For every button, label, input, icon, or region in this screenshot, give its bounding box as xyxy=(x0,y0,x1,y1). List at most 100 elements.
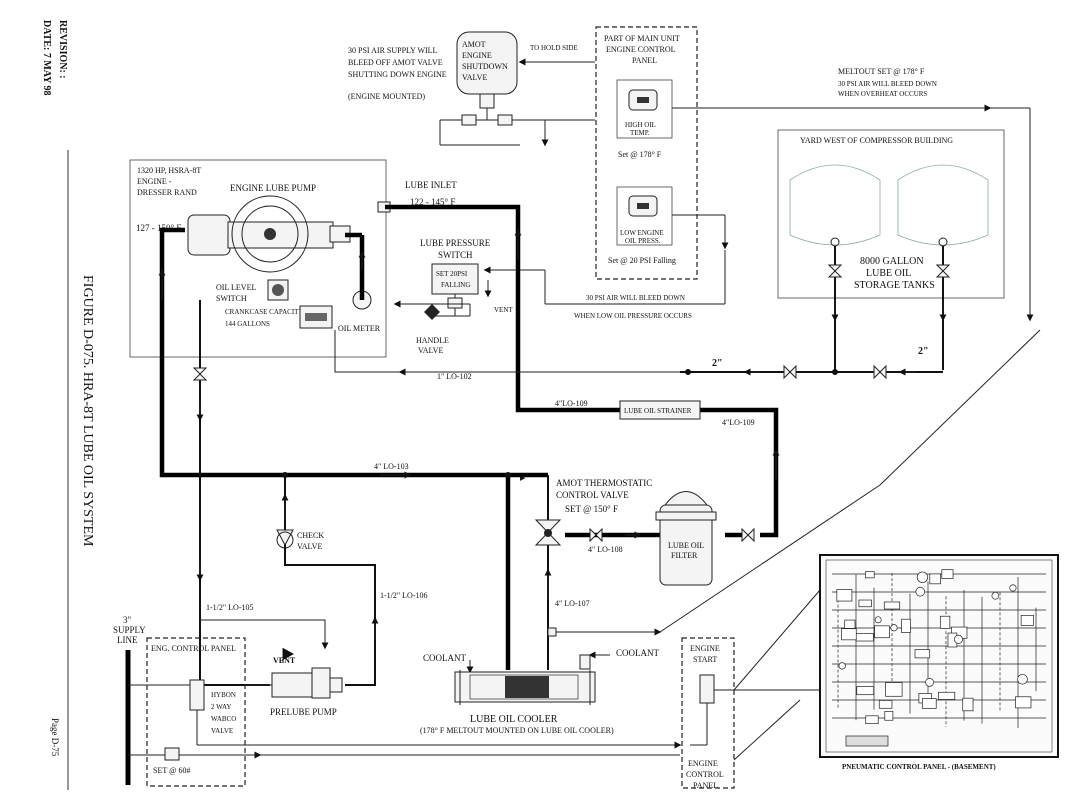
crankcase-drain-valve xyxy=(192,367,208,381)
pressure-note1: 30 PSI AIR WILL BLEED DOWN xyxy=(586,294,685,302)
engine-start-label2: START xyxy=(693,655,717,664)
main-unit-control-panel: PART OF MAIN UNIT ENGINE CONTROL PANEL H… xyxy=(595,26,1034,322)
hybon-wabco-valve xyxy=(189,679,205,711)
handle-valve-label2: VALVE xyxy=(418,346,443,355)
lube-inlet-range: 122 - 145° F xyxy=(410,197,455,207)
engine-control-panel-box xyxy=(681,637,735,789)
oil-level-label1: OIL LEVEL xyxy=(216,283,256,292)
engine-panel-label1: ENGINE xyxy=(688,759,718,768)
line-lo105: 1-1/2" LO-105 xyxy=(206,603,253,612)
filter-inlet-valve xyxy=(589,527,603,543)
thermostatic-set: SET @ 150° F xyxy=(565,504,618,514)
high-oil-setpoint: Set @ 178° F xyxy=(618,150,662,159)
meltout-note1: 30 PSI AIR WILL BLEED DOWN xyxy=(838,80,937,88)
set-60-label: SET @ 60# xyxy=(153,766,190,775)
engine-start-label1: ENGINE xyxy=(690,644,720,653)
meltout-note2: WHEN OVERHEAT OCCURS xyxy=(838,90,927,98)
pressure-switch-set2: FALLING xyxy=(441,281,470,289)
eng-control-panel xyxy=(146,637,246,787)
lube-pressure-switch xyxy=(431,263,479,295)
set-60-regulator xyxy=(164,747,180,761)
supply-valve-2 xyxy=(873,364,887,380)
low-oil-label2: OIL PRESS. xyxy=(625,237,661,245)
line-lo102: 1" LO-102 xyxy=(437,372,472,381)
check-valve-label1: CHECK xyxy=(297,531,324,540)
low-oil-setpoint: Set @ 20 PSI Falling xyxy=(608,256,676,265)
svg-text:▶: ▶ xyxy=(520,474,526,482)
to-hold-side-label: TO HOLD SIDE xyxy=(530,44,578,52)
main-panel-title2: ENGINE CONTROL xyxy=(606,45,676,54)
pump-motor-end xyxy=(187,214,231,256)
crankcase-label2: 144 GALLONS xyxy=(225,320,270,328)
engine-panel-label2: CONTROL xyxy=(686,770,724,779)
check-valve-label2: VALVE xyxy=(297,542,322,551)
supply-line-area: 3" SUPPLY LINE ENG. CONTROL PANEL HYBON … xyxy=(113,615,682,787)
amot-note-line2: BLEED OFF AMOT VALVE xyxy=(348,58,443,67)
pressure-switch-set1: SET 20PSI xyxy=(436,270,468,278)
hybon-label2: 2 WAY xyxy=(211,703,231,711)
low-oil-label1: LOW ENGINE xyxy=(620,229,664,237)
prelube-pump xyxy=(311,667,331,699)
coolant-left-label: COOLANT xyxy=(423,653,466,663)
line-lo106: 1-1/2" LO-106 xyxy=(380,591,427,600)
supply-size: 3" xyxy=(123,615,132,625)
tank-label2: LUBE OIL xyxy=(866,268,911,279)
cooler-label: LUBE OIL COOLER xyxy=(470,714,558,725)
prelube-vent-label: VENT xyxy=(273,656,296,665)
storage-tank-1 xyxy=(789,164,881,246)
amot-valve-label4: VALVE xyxy=(462,73,487,82)
lube-oil-cooler-area: COOLANT COOLANT LUBE OIL COOLER (178° F … xyxy=(420,648,659,735)
amot-valve-label3: SHUTDOWN xyxy=(462,62,508,71)
filter-outlet-valve xyxy=(741,527,755,543)
amot-valve-label2: ENGINE xyxy=(462,51,492,60)
tank-label1: 8000 GALLON xyxy=(860,256,924,267)
handle-valve-label1: HANDLE xyxy=(416,336,449,345)
engine-lube-pump xyxy=(227,221,334,249)
hybon-label3: WABCO xyxy=(211,715,236,723)
filter-label1: LUBE OIL xyxy=(668,541,704,550)
engine-start-valve xyxy=(699,674,715,704)
lube-inlet-area: LUBE INLET 122 - 145° F LUBE PRESSURE SW… xyxy=(377,180,726,355)
main-piping: ▶ 4" LO-103 4"LO-109 LUBE OIL STRAINER 4… xyxy=(158,204,780,670)
pressure-switch-title1: LUBE PRESSURE xyxy=(420,238,491,248)
engine-panel-label3: PANEL xyxy=(693,781,718,790)
amot-valve-label1: AMOT xyxy=(462,40,486,49)
prelube-piping: CHECK VALVE 1-1/2" LO-105 1-1/2" LO-106 xyxy=(192,300,427,686)
hybon-label4: VALVE xyxy=(211,727,233,735)
oil-level-label2: SWITCH xyxy=(216,294,247,303)
meltout-title: MELTOUT SET @ 178° F xyxy=(838,67,925,76)
pneumatic-panel-title: PNEUMATIC CONTROL PANEL - (BASEMENT) xyxy=(842,763,996,771)
low-oil-press-switch xyxy=(616,186,673,246)
line-lo107: 4" LO-107 xyxy=(555,599,590,608)
supply-valve-1 xyxy=(783,364,797,380)
thermostatic-title1: AMOT THERMOSTATIC xyxy=(556,478,652,488)
pressure-vent-label: VENT xyxy=(494,306,513,314)
check-valve xyxy=(276,529,294,547)
prelube-pump-motor xyxy=(271,672,313,698)
supply-label1: SUPPLY xyxy=(113,625,146,635)
engine-area: 1320 HP, HSRA-8T ENGINE - DRESSER RAND E… xyxy=(129,159,387,358)
lube-inlet-label: LUBE INLET xyxy=(405,180,457,190)
line-lo109a: 4"LO-109 xyxy=(555,399,588,408)
engine-id3: DRESSER RAND xyxy=(137,188,197,197)
engine-start-area: ENGINE START ENGINE CONTROL PANEL xyxy=(681,589,821,790)
yard-storage-area: YARD WEST OF COMPRESSOR BUILDING 8000 GA… xyxy=(680,129,1005,380)
handle-valve xyxy=(424,304,440,320)
engine-temp-range: 127 - 150° F xyxy=(136,223,181,233)
line-lo103: 4" LO-103 xyxy=(374,462,409,471)
thermostatic-filter-area: AMOT THERMOSTATIC CONTROL VALVE SET @ 15… xyxy=(534,329,1041,637)
pressure-note2: WHEN LOW OIL PRESSURE OCCURS xyxy=(574,312,692,320)
line-lo108: 4" LO-108 xyxy=(588,545,623,554)
tank1-valve xyxy=(827,264,843,278)
amot-note-line1: 30 PSI AIR SUPPLY WILL xyxy=(348,46,438,55)
page-number: Page D-75 xyxy=(50,718,60,757)
size-2in-right: 2" xyxy=(918,346,929,357)
engine-boundary xyxy=(129,159,387,358)
coolant-right-label: COOLANT xyxy=(616,648,659,658)
storage-tank-2 xyxy=(897,164,989,246)
pressure-switch-title2: SWITCH xyxy=(438,250,473,260)
main-panel-title3: PANEL xyxy=(632,56,657,65)
date-label: DATE: 7 MAY 98 xyxy=(41,20,52,95)
engine-lube-pump-label: ENGINE LUBE PUMP xyxy=(230,183,316,193)
hybon-label1: HYBON xyxy=(211,691,236,699)
